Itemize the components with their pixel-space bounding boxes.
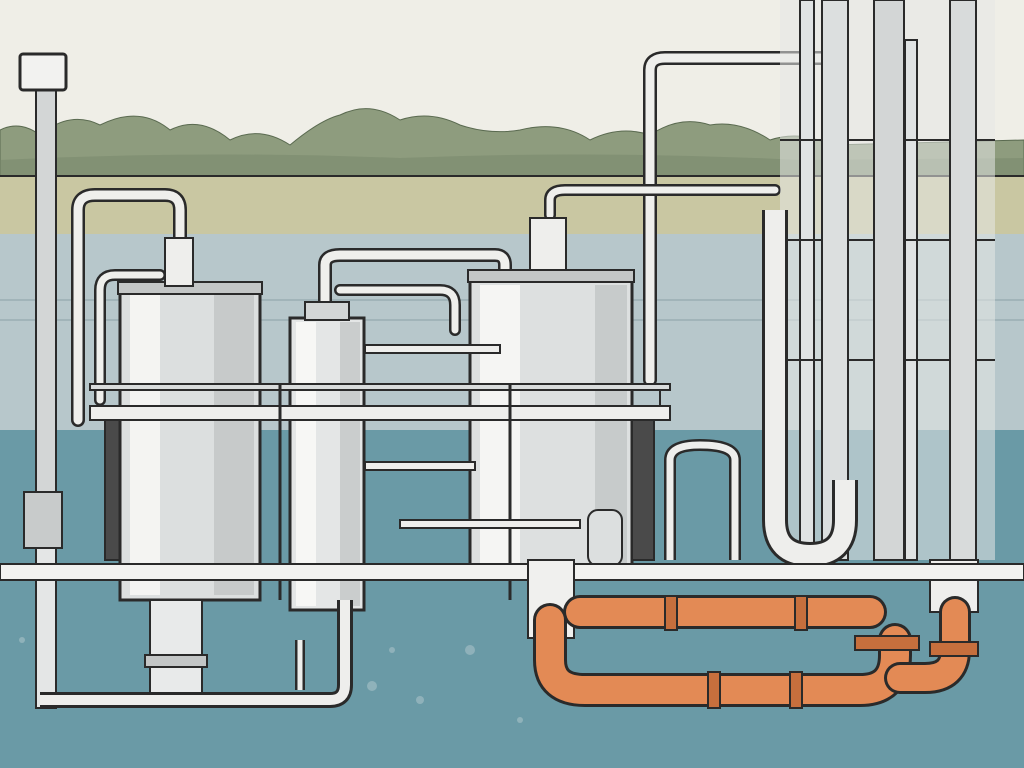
orange-pipes <box>533 595 979 709</box>
tree-shadow <box>0 154 1024 178</box>
left-tank <box>104 237 263 697</box>
water-bubbles <box>19 637 523 723</box>
platform-walkway <box>89 344 671 600</box>
left-mast <box>18 52 68 709</box>
middle-tank <box>288 301 366 612</box>
lower-silver-pipes <box>40 600 353 708</box>
right-tank <box>467 217 655 572</box>
valve-cluster <box>399 438 741 567</box>
